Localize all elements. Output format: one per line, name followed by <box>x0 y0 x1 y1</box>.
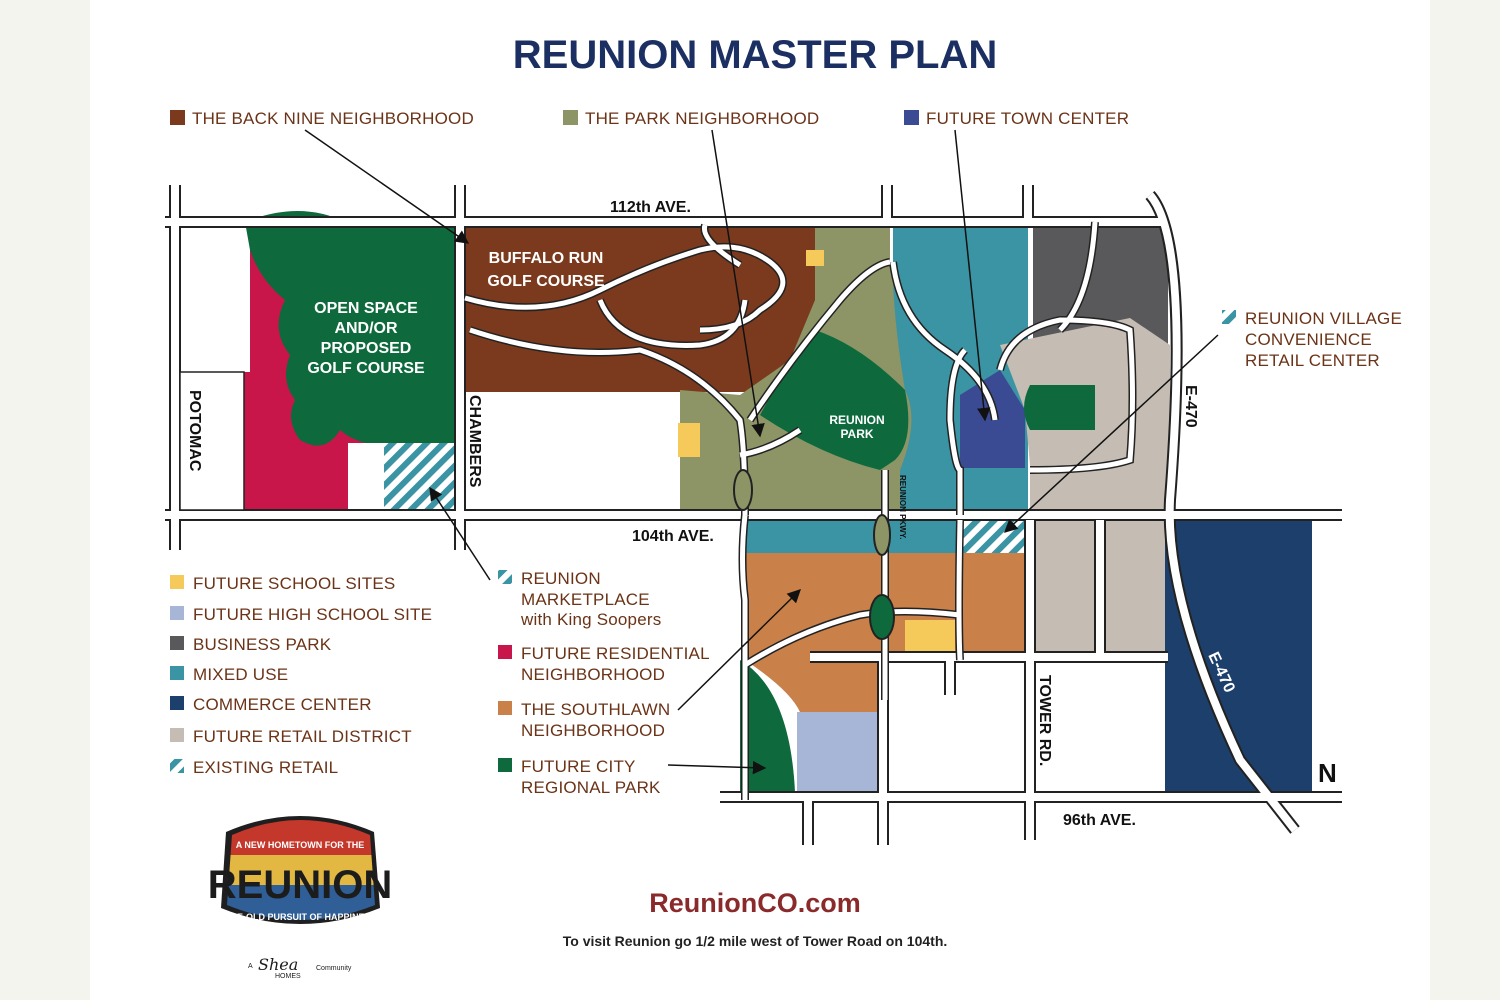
legend-swatch-residential <box>498 645 512 659</box>
logo-top-arc: A NEW HOMETOWN FOR THE <box>236 840 365 850</box>
area-labels: BUFFALO RUN GOLF COURSE OPEN SPACE AND/O… <box>307 250 884 441</box>
legend-label-mixed: MIXED USE <box>193 665 288 684</box>
legend-label-residential-1: FUTURE RESIDENTIAL <box>521 644 710 663</box>
future-city-regional-park <box>740 660 795 792</box>
logo-brand: Shea <box>258 955 298 974</box>
legend-label-regional-park-1: FUTURE CITY <box>521 757 636 776</box>
blank-lot-west <box>348 443 384 513</box>
buffalo-run-label-1: BUFFALO RUN <box>489 250 604 267</box>
legend-label-park: THE PARK NEIGHBORHOOD <box>585 109 819 128</box>
legend-label-business: BUSINESS PARK <box>193 635 332 654</box>
potomac-label: POTOMAC <box>186 390 203 472</box>
legend-label-southlawn-2: NEIGHBORHOOD <box>521 721 665 740</box>
road-labels: 112th AVE. 104th AVE. 96th AVE. POTOMAC … <box>186 199 1238 829</box>
legend-swatch-southlawn <box>498 701 512 715</box>
reunion-park-label-2: PARK <box>840 427 873 441</box>
road-network <box>165 185 1342 845</box>
logo-bottom-arc: AGE-OLD PURSUIT OF HAPPINESS <box>223 912 376 922</box>
reunion-pkwy-label: REUNION PKWY. <box>898 475 907 539</box>
future-high-school-site <box>797 712 880 792</box>
ave-104-label: 104th AVE. <box>632 528 714 545</box>
legend-swatch-business <box>170 636 184 650</box>
legend-label-marketplace-3: with King Soopers <box>520 610 661 629</box>
open-space-label-2: AND/OR <box>334 320 398 337</box>
legend-swatch-retail-district <box>170 728 184 742</box>
legend-left: FUTURE SCHOOL SITES FUTURE HIGH SCHOOL S… <box>170 574 432 777</box>
blank-parcel-west <box>180 222 250 372</box>
north-indicator: N <box>1318 758 1337 788</box>
arrow-southlawn <box>677 589 801 711</box>
legend-swatch-regional-park <box>498 758 512 772</box>
tower-rd-label: TOWER RD. <box>1036 675 1053 766</box>
legend-middle: REUNION MARKETPLACE with King Soopers FU… <box>498 569 710 797</box>
buffalo-run-label-2: GOLF COURSE <box>487 273 605 290</box>
arrow-marketplace <box>429 486 491 581</box>
logo-prefix: A <box>248 963 253 970</box>
legend-label-southlawn-1: THE SOUTHLAWN <box>521 700 670 719</box>
chambers-label: CHAMBERS <box>466 395 483 488</box>
open-space-label-1: OPEN SPACE <box>314 300 418 317</box>
mixed-use-south-strip <box>745 520 960 553</box>
pointer-arrows <box>304 129 1219 775</box>
open-space-golf <box>245 222 458 446</box>
school-site-south <box>905 620 955 652</box>
arrow-park <box>711 129 765 438</box>
website-url: ReunionCO.com <box>649 888 861 918</box>
arrow-regional-park <box>667 760 767 775</box>
e470-label-top: E-470 <box>1182 385 1199 428</box>
page-title: REUNION MASTER PLAN <box>513 33 997 77</box>
commerce-center <box>1165 520 1312 792</box>
legend-swatch-town-center <box>904 110 919 125</box>
legend-swatch-park <box>563 110 578 125</box>
legend-label-back-nine: THE BACK NINE NEIGHBORHOOD <box>192 109 474 128</box>
legend-label-village-retail-2: CONVENIENCE <box>1245 330 1372 349</box>
legend-label-school: FUTURE SCHOOL SITES <box>193 574 395 593</box>
legend-swatch-high-school <box>170 606 184 620</box>
open-space-label-3: PROPOSED <box>321 340 412 357</box>
legend-label-village-retail-1: REUNION VILLAGE <box>1245 309 1402 328</box>
logo-name: REUNION <box>208 863 392 907</box>
school-site-north <box>806 250 824 266</box>
logo-brand-sub: HOMES <box>275 973 301 980</box>
school-site-park <box>678 423 700 457</box>
arrow-back-nine <box>304 129 470 244</box>
existing-retail-marketplace <box>384 443 456 513</box>
logo-suffix: Community <box>316 965 352 972</box>
legend-swatch-school <box>170 575 184 589</box>
visit-directions: To visit Reunion go 1/2 mile west of Tow… <box>563 933 948 949</box>
legend-swatch-mixed <box>170 666 184 680</box>
legend-label-retail-district: FUTURE RETAIL DISTRICT <box>193 727 412 746</box>
legend-label-residential-2: NEIGHBORHOOD <box>521 665 665 684</box>
legend-label-town-center: FUTURE TOWN CENTER <box>926 109 1129 128</box>
arrow-village-retail <box>1004 334 1219 533</box>
legend-label-village-retail-3: RETAIL CENTER <box>1245 351 1380 370</box>
legend-swatch-marketplace <box>498 570 512 584</box>
ave-96-label: 96th AVE. <box>1063 812 1136 829</box>
legend-label-marketplace-1: REUNION <box>521 569 601 588</box>
retail-green <box>1024 385 1095 430</box>
legend-label-marketplace-2: MARKETPLACE <box>521 590 650 609</box>
legend-top: THE BACK NINE NEIGHBORHOOD THE PARK NEIG… <box>170 109 1129 128</box>
mixed-use-north <box>893 222 1028 282</box>
legend-swatch-back-nine <box>170 110 185 125</box>
village-retail-center <box>962 520 1024 553</box>
legend-swatch-commerce <box>170 696 184 710</box>
legend-label-regional-park-2: REGIONAL PARK <box>521 778 661 797</box>
reunion-park-label-1: REUNION <box>829 413 884 427</box>
legend-right: REUNION VILLAGE CONVENIENCE RETAIL CENTE… <box>1222 309 1402 370</box>
legend-label-commerce: COMMERCE CENTER <box>193 695 372 714</box>
legend-label-high-school: FUTURE HIGH SCHOOL SITE <box>193 605 432 624</box>
arrow-town-center <box>954 129 991 422</box>
reunion-logo: A NEW HOMETOWN FOR THE REUNION AGE-OLD P… <box>208 816 392 980</box>
legend-swatch-village-retail <box>1222 310 1236 324</box>
legend-swatch-existing-retail <box>170 759 184 773</box>
open-space-label-4: GOLF COURSE <box>307 360 425 377</box>
legend-label-existing-retail: EXISTING RETAIL <box>193 758 338 777</box>
ave-112-label: 112th AVE. <box>610 199 691 216</box>
